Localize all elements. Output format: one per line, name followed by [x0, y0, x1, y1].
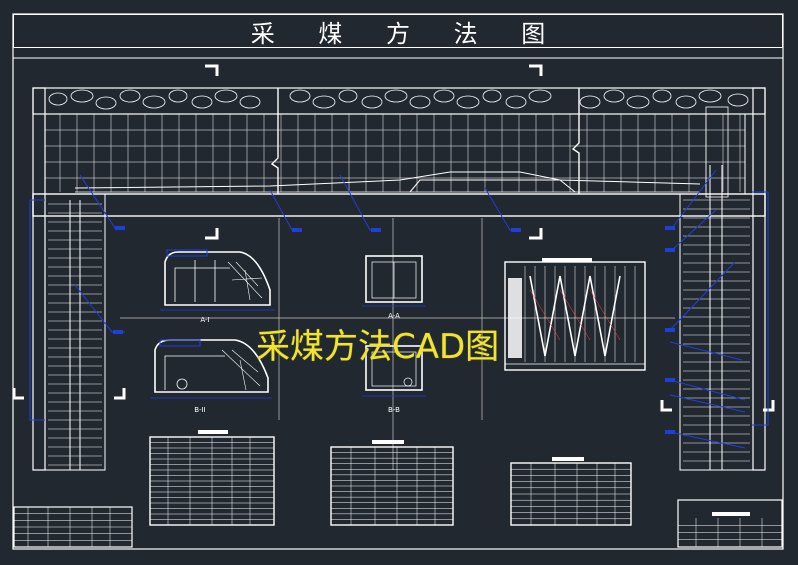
drawing-title-bar: 采 煤 方 法 图: [13, 14, 783, 48]
registration-marks: [12, 64, 775, 412]
table-center: [330, 440, 454, 526]
inner-frame: [12, 57, 784, 550]
table-left: [149, 430, 275, 526]
drawing-title: 采 煤 方 法 图: [250, 19, 564, 48]
upper-section-a: [160, 249, 275, 311]
section-c-label: A-A: [388, 312, 400, 320]
seam-grid: [45, 129, 745, 179]
rock-texture: [48, 89, 749, 110]
leader-markers: [113, 226, 675, 434]
outer-frame: [12, 13, 784, 550]
section-a-label: A-I: [200, 316, 209, 324]
section-d-label: B-B: [388, 406, 400, 414]
section-b-label: B-II: [194, 406, 205, 414]
title-block-left: [13, 506, 133, 548]
watermark-text: 采煤方法CAD图: [256, 327, 500, 367]
plan-view: [32, 87, 766, 471]
lower-section-d: [362, 345, 426, 397]
upper-section-c: [362, 255, 426, 307]
cycle-graph: [504, 258, 646, 371]
table-right: [510, 457, 632, 526]
lower-section-b: [150, 339, 272, 399]
title-block-right: [677, 499, 783, 548]
